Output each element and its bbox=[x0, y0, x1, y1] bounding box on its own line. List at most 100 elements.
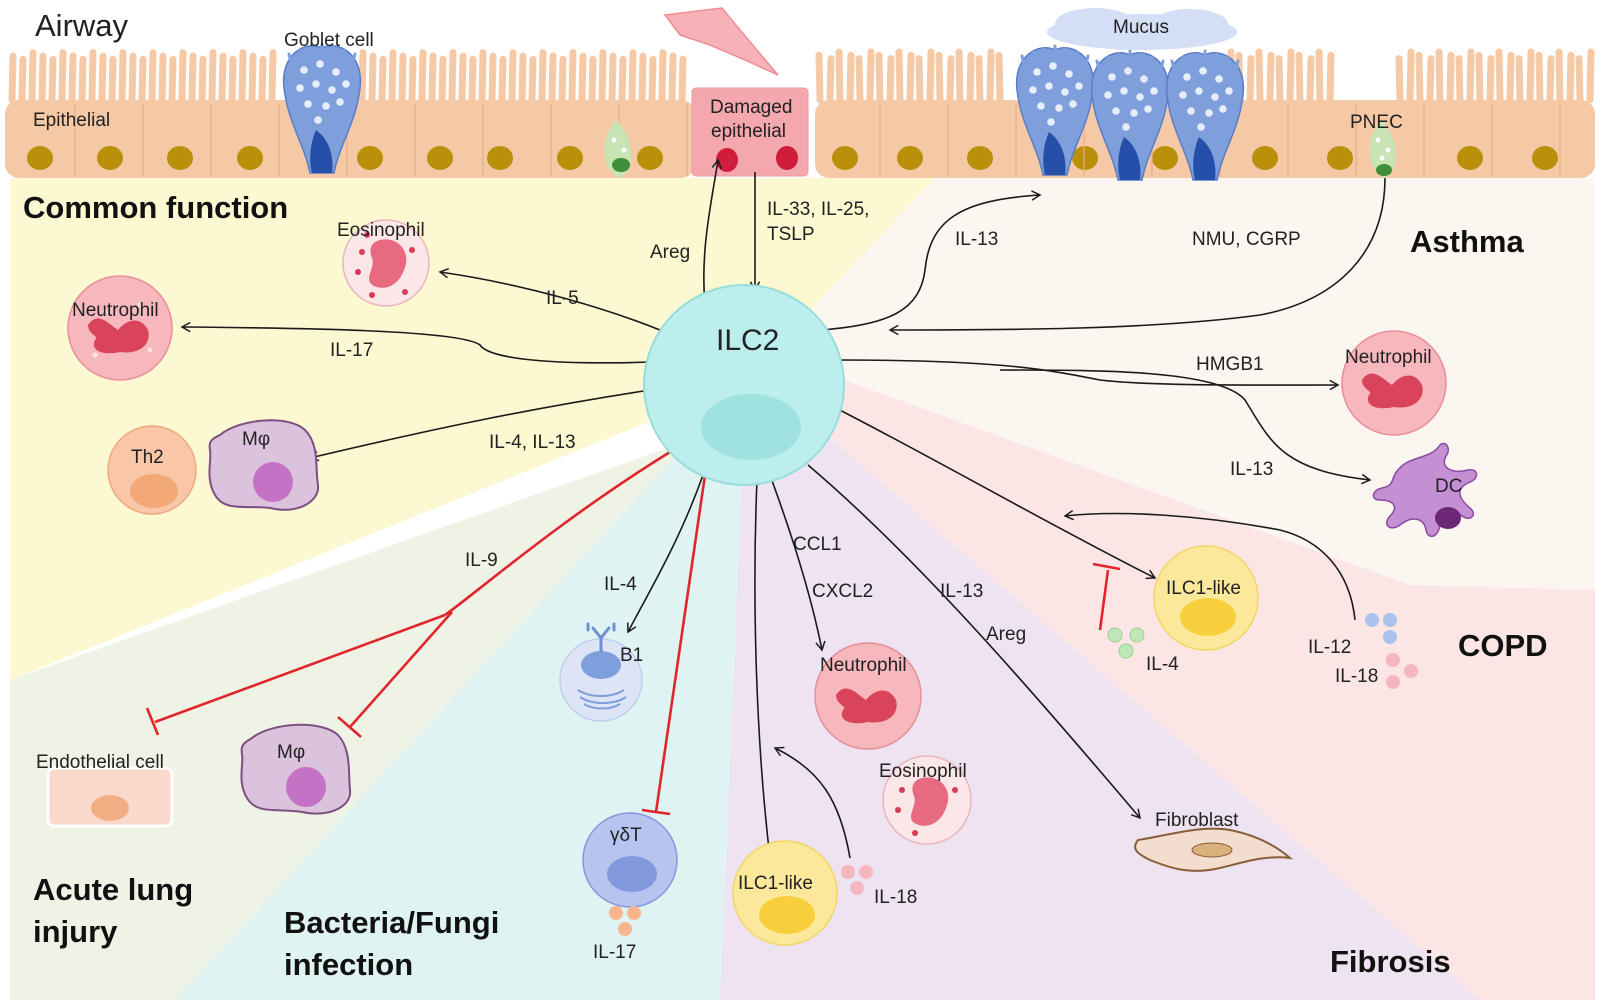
il17-left-label: IL-17 bbox=[330, 340, 373, 361]
neutrophil-right-label: Neutrophil bbox=[1345, 347, 1432, 368]
il4-dots-icon bbox=[1107, 627, 1145, 659]
cilium bbox=[398, 52, 407, 104]
il12-dots-icon bbox=[1365, 613, 1397, 644]
inhibit-endothelial bbox=[154, 613, 446, 724]
il33-label-1: IL-33, IL-25, bbox=[767, 199, 869, 220]
cilium bbox=[1435, 48, 1444, 104]
arrow-il13-dc bbox=[999, 369, 1372, 485]
il9-label: IL-9 bbox=[465, 550, 498, 571]
cilium bbox=[1546, 55, 1555, 104]
epithelial-nucleus bbox=[1252, 146, 1278, 170]
cilium bbox=[268, 49, 277, 104]
cilium bbox=[608, 52, 617, 104]
arrow-il4-b1 bbox=[627, 474, 704, 634]
eosinophil-mid-cell bbox=[882, 755, 972, 845]
cilium bbox=[408, 55, 417, 104]
cilium bbox=[1586, 48, 1595, 104]
macrophage-bottom-cell bbox=[240, 723, 352, 815]
areg-top-label: Areg bbox=[650, 242, 690, 263]
cilium bbox=[1506, 51, 1515, 104]
cilium bbox=[388, 49, 397, 104]
arrow-il4il13 bbox=[308, 389, 651, 462]
epithelial-nucleus bbox=[1072, 146, 1098, 170]
cilium bbox=[118, 49, 127, 104]
cilium bbox=[158, 52, 167, 104]
cilium bbox=[1575, 55, 1584, 104]
cilium bbox=[1406, 48, 1415, 104]
il13-asthma-label: IL-13 bbox=[955, 229, 998, 250]
il12-label: IL-12 bbox=[1308, 637, 1351, 658]
cilium bbox=[518, 52, 527, 104]
cilium bbox=[1426, 55, 1435, 104]
cilium bbox=[1446, 51, 1455, 104]
cilium bbox=[228, 55, 237, 104]
fibroblast-cell bbox=[1134, 827, 1294, 872]
cilium bbox=[128, 52, 137, 104]
cilium bbox=[906, 51, 915, 104]
il17-bottom-dots-icon bbox=[609, 906, 641, 936]
eosinophil-top-label: Eosinophil bbox=[337, 220, 425, 241]
cilium bbox=[1455, 55, 1464, 104]
cilium bbox=[478, 49, 487, 104]
cilium bbox=[568, 49, 577, 104]
macrophage-left-cell bbox=[208, 419, 320, 511]
region-copd-label: COPD bbox=[1458, 628, 1548, 663]
cilium bbox=[148, 49, 157, 104]
cilium bbox=[168, 55, 177, 104]
epithelial-nucleus bbox=[1457, 146, 1483, 170]
endothelial-cell bbox=[46, 766, 174, 828]
cilium bbox=[926, 48, 935, 104]
il13-fib-label: IL-13 bbox=[940, 581, 983, 602]
inhibitions bbox=[145, 450, 1121, 816]
cilium bbox=[1526, 48, 1535, 104]
epithelial-label: Epithelial bbox=[33, 110, 110, 131]
il4-copd-label: IL-4 bbox=[1146, 654, 1179, 675]
goblet-cell-icon bbox=[282, 42, 362, 174]
goblet-cells bbox=[282, 42, 1245, 181]
cilium bbox=[578, 52, 587, 104]
region-common-label: Common function bbox=[23, 190, 288, 225]
mucus-label: Mucus bbox=[1113, 17, 1169, 38]
cilium bbox=[1275, 55, 1284, 104]
cilium bbox=[1486, 55, 1495, 104]
dc-label: DC bbox=[1435, 476, 1462, 497]
macrophage-left-label: Mφ bbox=[242, 429, 270, 450]
gdt-cell bbox=[582, 812, 678, 908]
cilium bbox=[658, 49, 667, 104]
arrow-il12-back bbox=[1063, 509, 1356, 621]
areg-fib-label: Areg bbox=[986, 624, 1026, 645]
cilium bbox=[438, 55, 447, 104]
fibroblast-label: Fibroblast bbox=[1155, 810, 1239, 831]
cilium bbox=[38, 52, 47, 104]
cilium bbox=[498, 55, 507, 104]
eosinophil-mid-label: Eosinophil bbox=[879, 761, 967, 782]
epithelial-nucleus bbox=[427, 146, 453, 170]
cilium bbox=[915, 55, 924, 104]
cilium bbox=[188, 52, 197, 104]
cilium bbox=[986, 48, 995, 104]
epithelial-nucleus bbox=[967, 146, 993, 170]
macrophage-bottom-label: Mφ bbox=[277, 742, 305, 763]
ilc1-bottom-cell bbox=[732, 840, 838, 946]
cilium bbox=[1315, 48, 1324, 104]
cilium bbox=[1566, 51, 1575, 104]
region-bacteria-label-2: infection bbox=[284, 947, 413, 982]
cilium bbox=[1286, 48, 1295, 104]
cilium bbox=[875, 51, 884, 104]
ilc2-label: ILC2 bbox=[716, 324, 779, 357]
cilium bbox=[1415, 51, 1424, 104]
cilium bbox=[638, 52, 647, 104]
cilium bbox=[218, 52, 227, 104]
cilium bbox=[48, 55, 57, 104]
cilium bbox=[108, 55, 117, 104]
arrow-ccl1 bbox=[769, 474, 826, 652]
pnec-label: PNEC bbox=[1350, 112, 1403, 133]
cilium bbox=[975, 55, 984, 104]
cilium bbox=[508, 49, 517, 104]
cilium bbox=[1395, 55, 1404, 104]
ccl1-label: CCL1 bbox=[793, 534, 842, 555]
cilium bbox=[258, 55, 267, 104]
il4-b1-label: IL-4 bbox=[604, 574, 637, 595]
cilium bbox=[648, 55, 657, 104]
cilium bbox=[468, 55, 477, 104]
